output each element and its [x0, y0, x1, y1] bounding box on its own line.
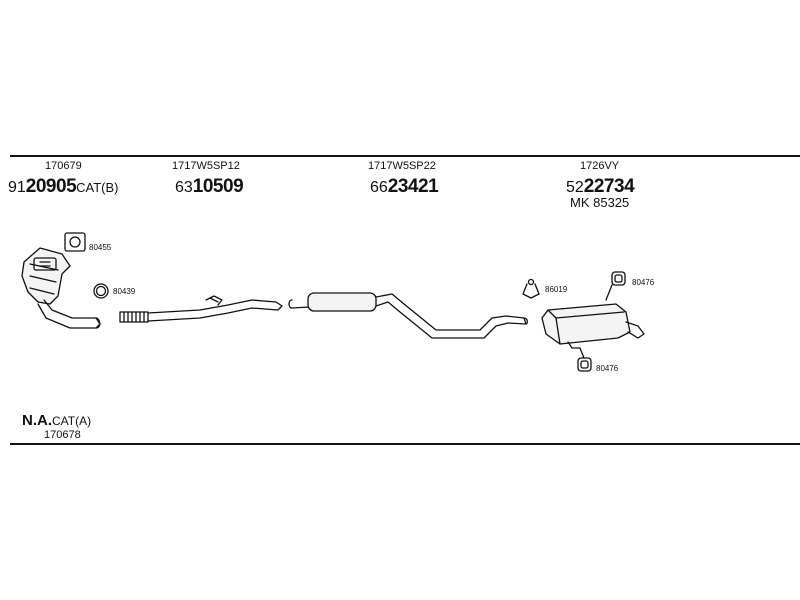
clamp-ring-icon: [93, 283, 109, 299]
intermediate-pipe: [119, 295, 283, 323]
part-ref-1-number: 20905: [25, 176, 77, 197]
part-ref-3-number: 23421: [387, 176, 439, 197]
callout-gasket: 80455: [89, 243, 112, 252]
rubber-mount-icon: [611, 271, 626, 286]
gasket-icon: [64, 232, 86, 252]
catalytic-converter: [21, 247, 101, 329]
part-ref-1-prefix: 91: [8, 179, 26, 196]
part-ref-2-prefix: 63: [175, 179, 193, 196]
part-code-2: 1717W5SP12: [172, 160, 240, 172]
part-ref-4-number: 22734: [583, 176, 635, 197]
bottom-divider: [10, 443, 800, 445]
part-code-4: 1726VY: [580, 160, 620, 172]
part-ref-1-suffix: CAT(B): [76, 180, 119, 195]
top-divider: [10, 155, 800, 157]
part-ref-3-prefix: 66: [370, 179, 388, 196]
hanger-icon: [522, 278, 540, 299]
part-ref-2: 6310509: [175, 176, 244, 197]
rear-silencer: [541, 303, 645, 349]
part-ref-4-prefix: 52: [566, 179, 584, 196]
footer-code: 170678: [44, 429, 81, 441]
leader-line: [579, 347, 585, 359]
callout-clamp: 80439: [113, 287, 136, 296]
mk-reference: MK 85325: [570, 195, 630, 210]
leader-line: [605, 284, 613, 301]
part-ref-1: 9120905CAT(B): [8, 177, 119, 196]
callout-mount-top: 80476: [632, 278, 655, 287]
rubber-mount-icon: [577, 357, 592, 372]
part-code-1: 170679: [45, 160, 82, 172]
footer-variant-tail: CAT(A): [52, 414, 92, 428]
footer-variant: N.A.CAT(A): [22, 413, 91, 428]
footer-variant-bold: N.A.: [22, 412, 52, 429]
part-ref-4: 5222734: [566, 176, 635, 197]
centre-silencer: [288, 292, 528, 339]
callout-mount-bottom: 80476: [596, 364, 619, 373]
part-code-3: 1717W5SP22: [368, 160, 436, 172]
callout-hanger: 86019: [545, 285, 568, 294]
part-ref-3: 6623421: [370, 176, 439, 197]
part-ref-2-number: 10509: [192, 176, 244, 197]
